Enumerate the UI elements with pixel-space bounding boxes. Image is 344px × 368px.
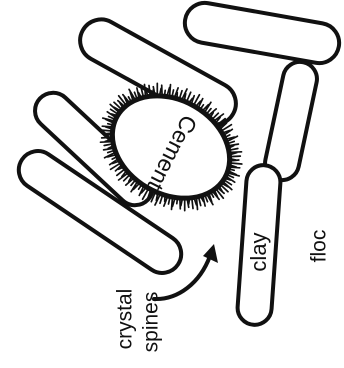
clay-particle-center: clay [236, 164, 281, 326]
floc-label: floc [308, 230, 331, 263]
clay-label: clay [246, 232, 271, 271]
spines-label: spines [140, 292, 163, 353]
crystal-label: crystal [114, 289, 137, 350]
clay-particle-top-right [182, 0, 343, 66]
